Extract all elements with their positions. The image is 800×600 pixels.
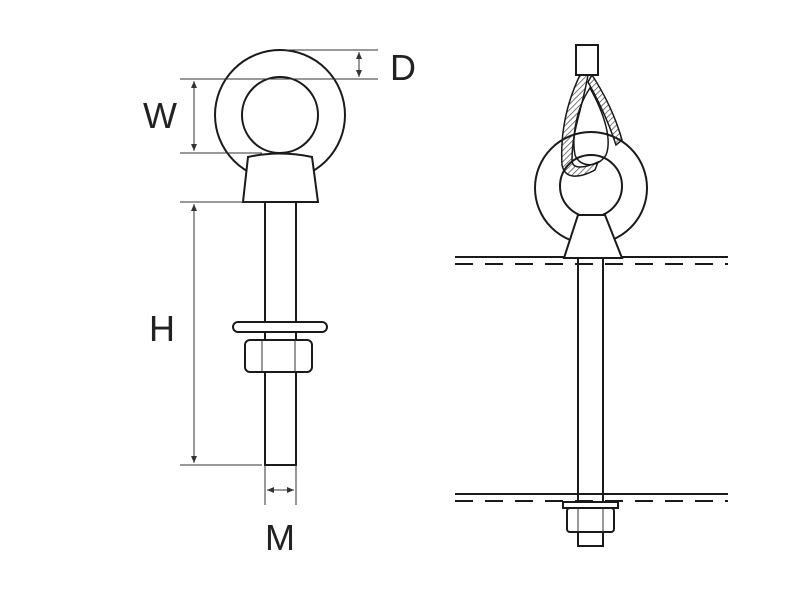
eye-bolt-installed	[455, 44, 728, 547]
installed-collar	[562, 214, 624, 259]
dimension-label-d: D	[390, 47, 416, 88]
dimension-label-m: M	[265, 517, 295, 558]
dimension-label-h: H	[149, 308, 175, 349]
collar	[241, 152, 320, 203]
eye-ring-inner	[241, 76, 319, 154]
eye-bolt-dimensioned: D W H M	[143, 47, 416, 558]
washer	[232, 321, 328, 333]
installed-eye-ring	[533, 131, 649, 245]
nut	[244, 339, 313, 373]
installed-nut	[566, 507, 615, 533]
rope-ferrule	[575, 44, 599, 76]
rope-loop	[573, 86, 609, 166]
dimension-label-w: W	[143, 95, 177, 136]
rope-right-strand	[587, 73, 623, 147]
threaded-shaft	[264, 201, 297, 466]
